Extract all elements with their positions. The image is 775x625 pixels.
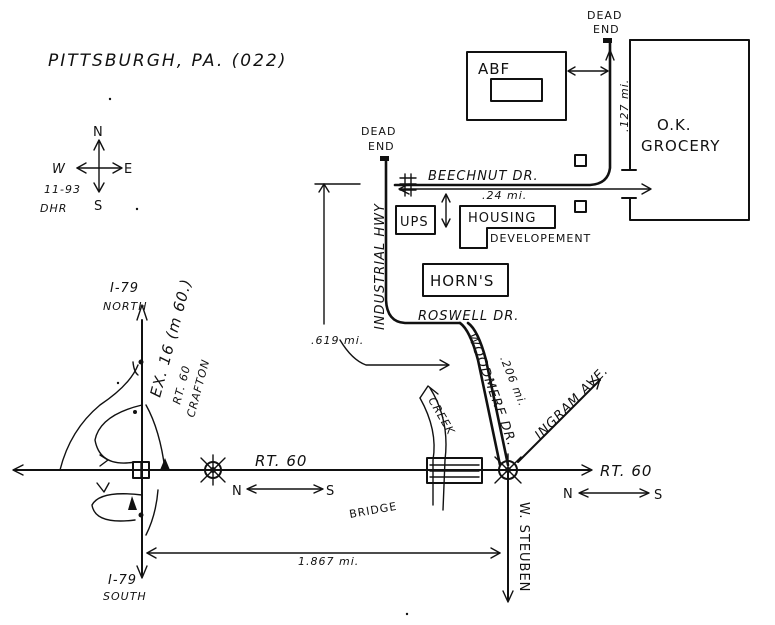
rt60-label: RT. 60: [255, 452, 307, 470]
rt60-label-2: RT. 60: [600, 462, 652, 480]
dist-24: .24 mi.: [482, 189, 527, 202]
svg-text:S: S: [326, 484, 335, 499]
interchange-ramps: [59, 359, 170, 536]
map-date: 11-93: [44, 183, 81, 196]
compass-rose: N S E W 11-93 DHR: [40, 125, 133, 215]
abf-building: ABF: [466, 51, 567, 121]
svg-text:DEVELOPEMENT: DEVELOPEMENT: [490, 232, 591, 245]
dist-619-marker: [314, 183, 450, 371]
svg-text:DEAD: DEAD: [587, 9, 622, 22]
dead-end-left: DEAD END: [361, 125, 396, 161]
svg-text:ABF: ABF: [478, 60, 510, 78]
svg-text:UPS: UPS: [400, 215, 429, 230]
svg-text:END: END: [368, 140, 395, 153]
housing-development: HOUSING DEVELOPEMENT: [459, 205, 591, 249]
bridge: BRIDGE: [348, 457, 483, 521]
svg-text:O.K.: O.K.: [657, 116, 692, 134]
industrial-hwy-label: INDUSTRIAL HWY: [373, 203, 388, 330]
ups-building: UPS: [395, 205, 436, 235]
dist-127: .127 mi.: [618, 79, 631, 132]
ns-arrow-1: N S: [232, 484, 335, 499]
steuben-label: W. STEUBEN: [516, 502, 531, 592]
svg-text:END: END: [593, 23, 620, 36]
creek: CREEK: [419, 385, 457, 511]
svg-text:DEAD: DEAD: [361, 125, 396, 138]
compass-n: N: [93, 125, 104, 140]
ns-arrow-2: N S: [563, 487, 663, 503]
i79-south-1: I-79: [108, 573, 137, 588]
dist-1867: 1.867 mi.: [298, 555, 359, 568]
compass-e: E: [124, 162, 133, 177]
svg-text:S: S: [654, 488, 663, 503]
compass-s: S: [94, 199, 103, 214]
horns-building: HORN'S: [422, 263, 509, 297]
ok-grocery: O.K. GROCERY: [621, 39, 750, 221]
svg-text:N: N: [232, 484, 243, 499]
i79-south-2: SOUTH: [103, 590, 147, 603]
traffic-light-west: [197, 454, 229, 486]
dead-end-top: DEAD END: [587, 9, 622, 43]
svg-text:HORN'S: HORN'S: [430, 272, 494, 290]
svg-text:N: N: [563, 487, 574, 502]
map-initials: DHR: [40, 202, 67, 215]
svg-text:CREEK: CREEK: [425, 395, 457, 437]
rail-crossing: [399, 173, 417, 197]
map-title: PITTSBURGH, PA. (022): [48, 51, 287, 71]
i79-north-1: I-79: [110, 281, 139, 296]
dist-619: .619 mi.: [311, 334, 364, 347]
beechnut-label: BEECHNUT DR.: [428, 169, 539, 184]
svg-text:HOUSING: HOUSING: [468, 211, 536, 226]
svg-text:GROCERY: GROCERY: [641, 137, 720, 155]
i79-north-2: NORTH: [103, 300, 148, 313]
roswell-label: ROSWELL DR.: [418, 309, 519, 324]
ingram-label: INGRAM AVE.: [532, 363, 611, 442]
svg-text:BRIDGE: BRIDGE: [348, 500, 398, 521]
compass-w: W: [52, 162, 66, 177]
